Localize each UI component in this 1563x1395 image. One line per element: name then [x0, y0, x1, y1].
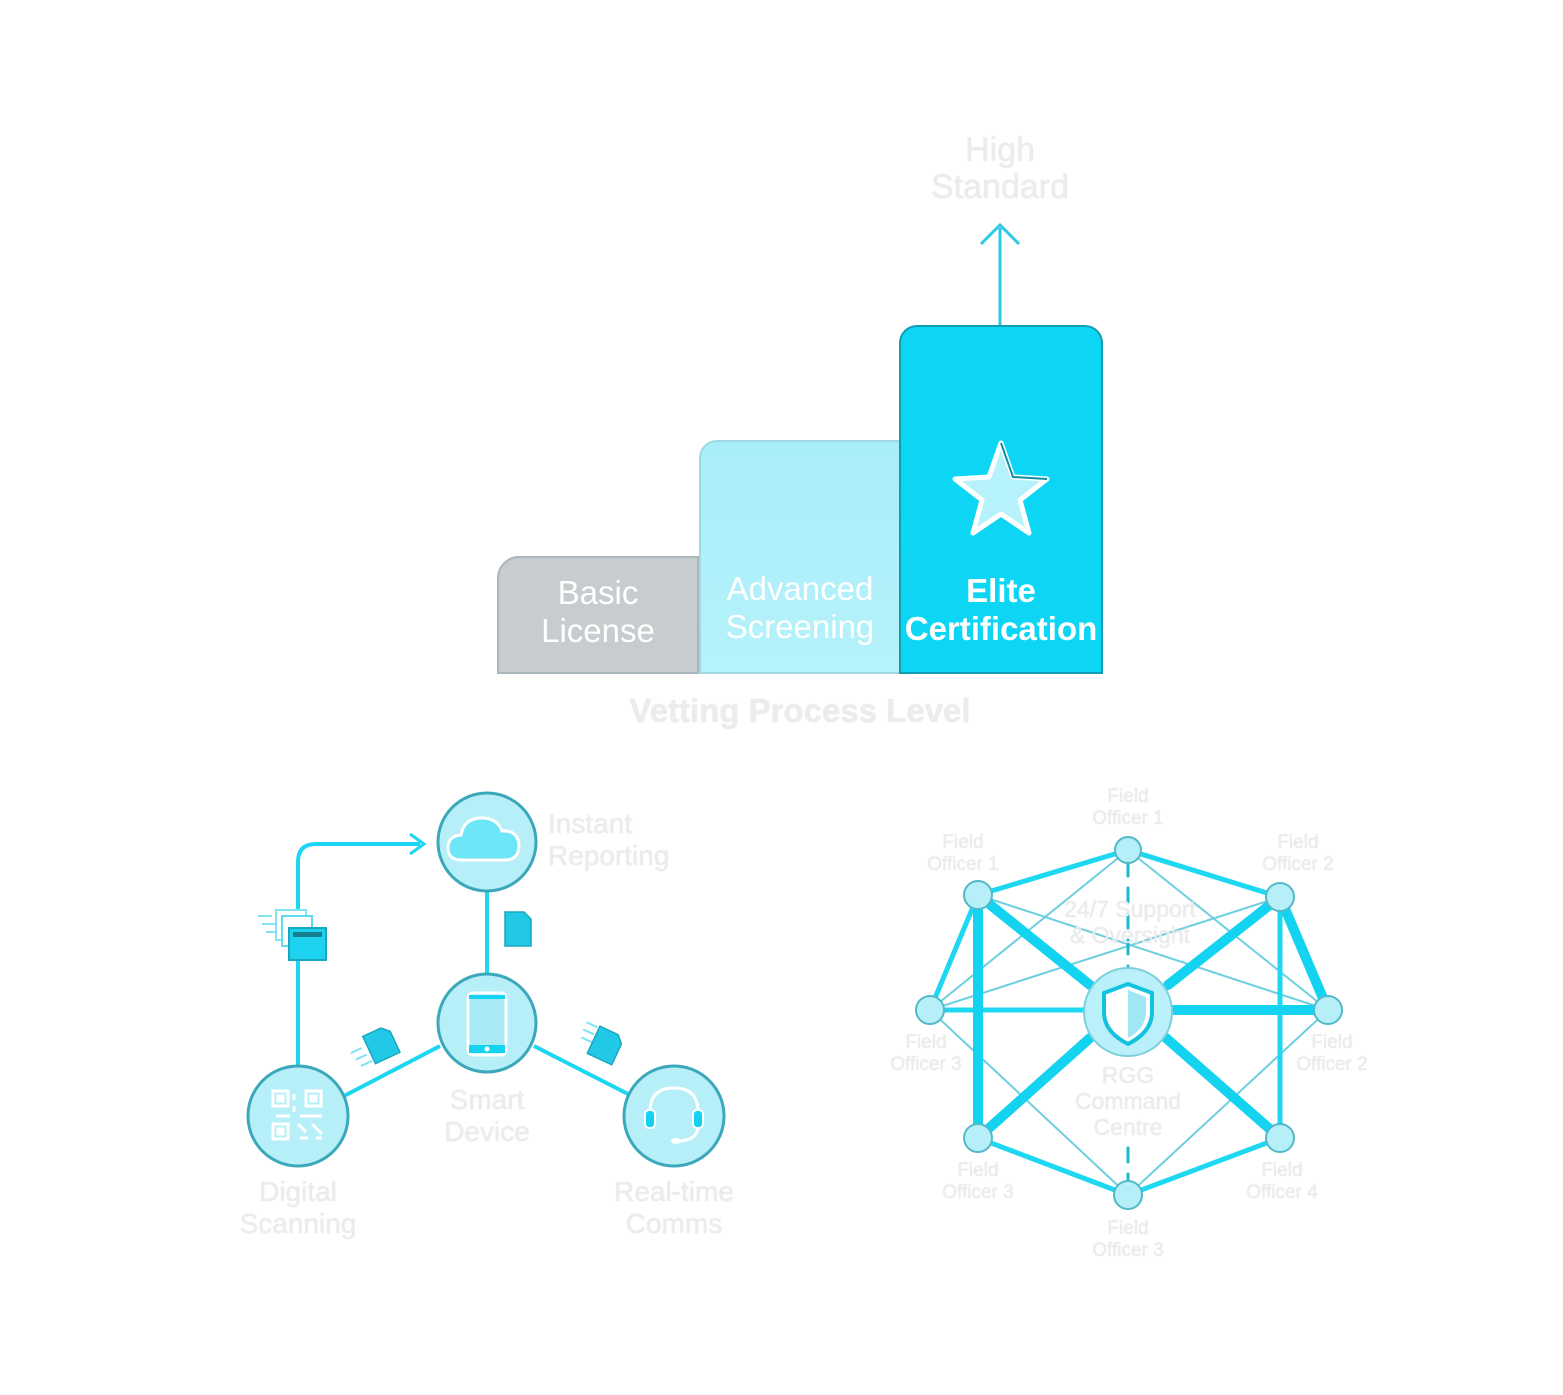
digital-scanning-node [246, 1064, 350, 1168]
label-support-oversight: 24/7 Support & Oversight [1064, 896, 1196, 948]
level-bar-advanced: Advanced Screening [699, 440, 901, 674]
up-arrow-icon [979, 222, 1021, 325]
label-officer-left: Field Officer 3 [890, 1032, 962, 1075]
label-officer-top-left: Field Officer 1 [927, 832, 999, 875]
connector-device-scan [343, 1044, 441, 1098]
shield-icon [1102, 981, 1154, 1047]
command-centre-node [1083, 967, 1173, 1057]
level-bar-basic: Basic License [497, 556, 699, 674]
label-digital-scanning: Digital Scanning [239, 1176, 357, 1239]
label-officer-top-right: Field Officer 2 [1262, 832, 1334, 875]
axis-label: Vetting Process Level [629, 692, 971, 729]
label-officer-bottom: Field Officer 3 [1092, 1218, 1164, 1261]
officer-node-left [915, 995, 945, 1025]
document-icon [581, 1021, 623, 1066]
level-label-advanced: Advanced Screening [725, 570, 875, 645]
high-standard-label: High Standard [931, 131, 1069, 206]
star-icon [952, 440, 1050, 536]
label-officer-bottom-right: Field Officer 4 [1246, 1160, 1318, 1203]
label-real-time-comms: Real-time Comms [614, 1176, 734, 1239]
qr-code-icon [271, 1089, 324, 1141]
officer-node-top-left [963, 880, 993, 910]
label-officer-bottom-left: Field Officer 3 [942, 1160, 1014, 1203]
network-links [927, 847, 1333, 1198]
connector-device-comms [533, 1044, 629, 1096]
label-smart-device: Smart Device [444, 1084, 530, 1147]
cloud-node [436, 791, 538, 893]
officer-node-bottom [1113, 1180, 1143, 1210]
cloud-icon [446, 816, 521, 862]
level-bar-elite: Elite Certification [899, 325, 1103, 674]
label-command-centre: RGG Command Centre [1074, 1062, 1182, 1140]
officer-node-top [1114, 836, 1142, 864]
smartphone-icon [466, 991, 508, 1057]
headset-icon [644, 1086, 704, 1144]
label-instant-reporting: Instant Reporting [548, 808, 670, 871]
label-officer-right: Field Officer 2 [1296, 1032, 1368, 1075]
smart-device-node [436, 972, 538, 1074]
real-time-comms-node [622, 1064, 726, 1168]
level-label-basic: Basic License [541, 574, 655, 649]
connector-arrowhead [409, 832, 427, 856]
officer-node-bottom-right [1265, 1123, 1295, 1153]
document-icon [504, 911, 532, 947]
documents-icon [258, 909, 327, 961]
document-icon [350, 1027, 401, 1067]
label-officer-top: Field Officer 1 [1092, 786, 1164, 829]
connector-scan-to-cloud [296, 842, 420, 1068]
officer-node-bottom-left [963, 1123, 993, 1153]
level-label-elite: Elite Certification [904, 572, 1098, 647]
officer-node-top-right [1265, 882, 1295, 912]
officer-node-right [1313, 995, 1343, 1025]
